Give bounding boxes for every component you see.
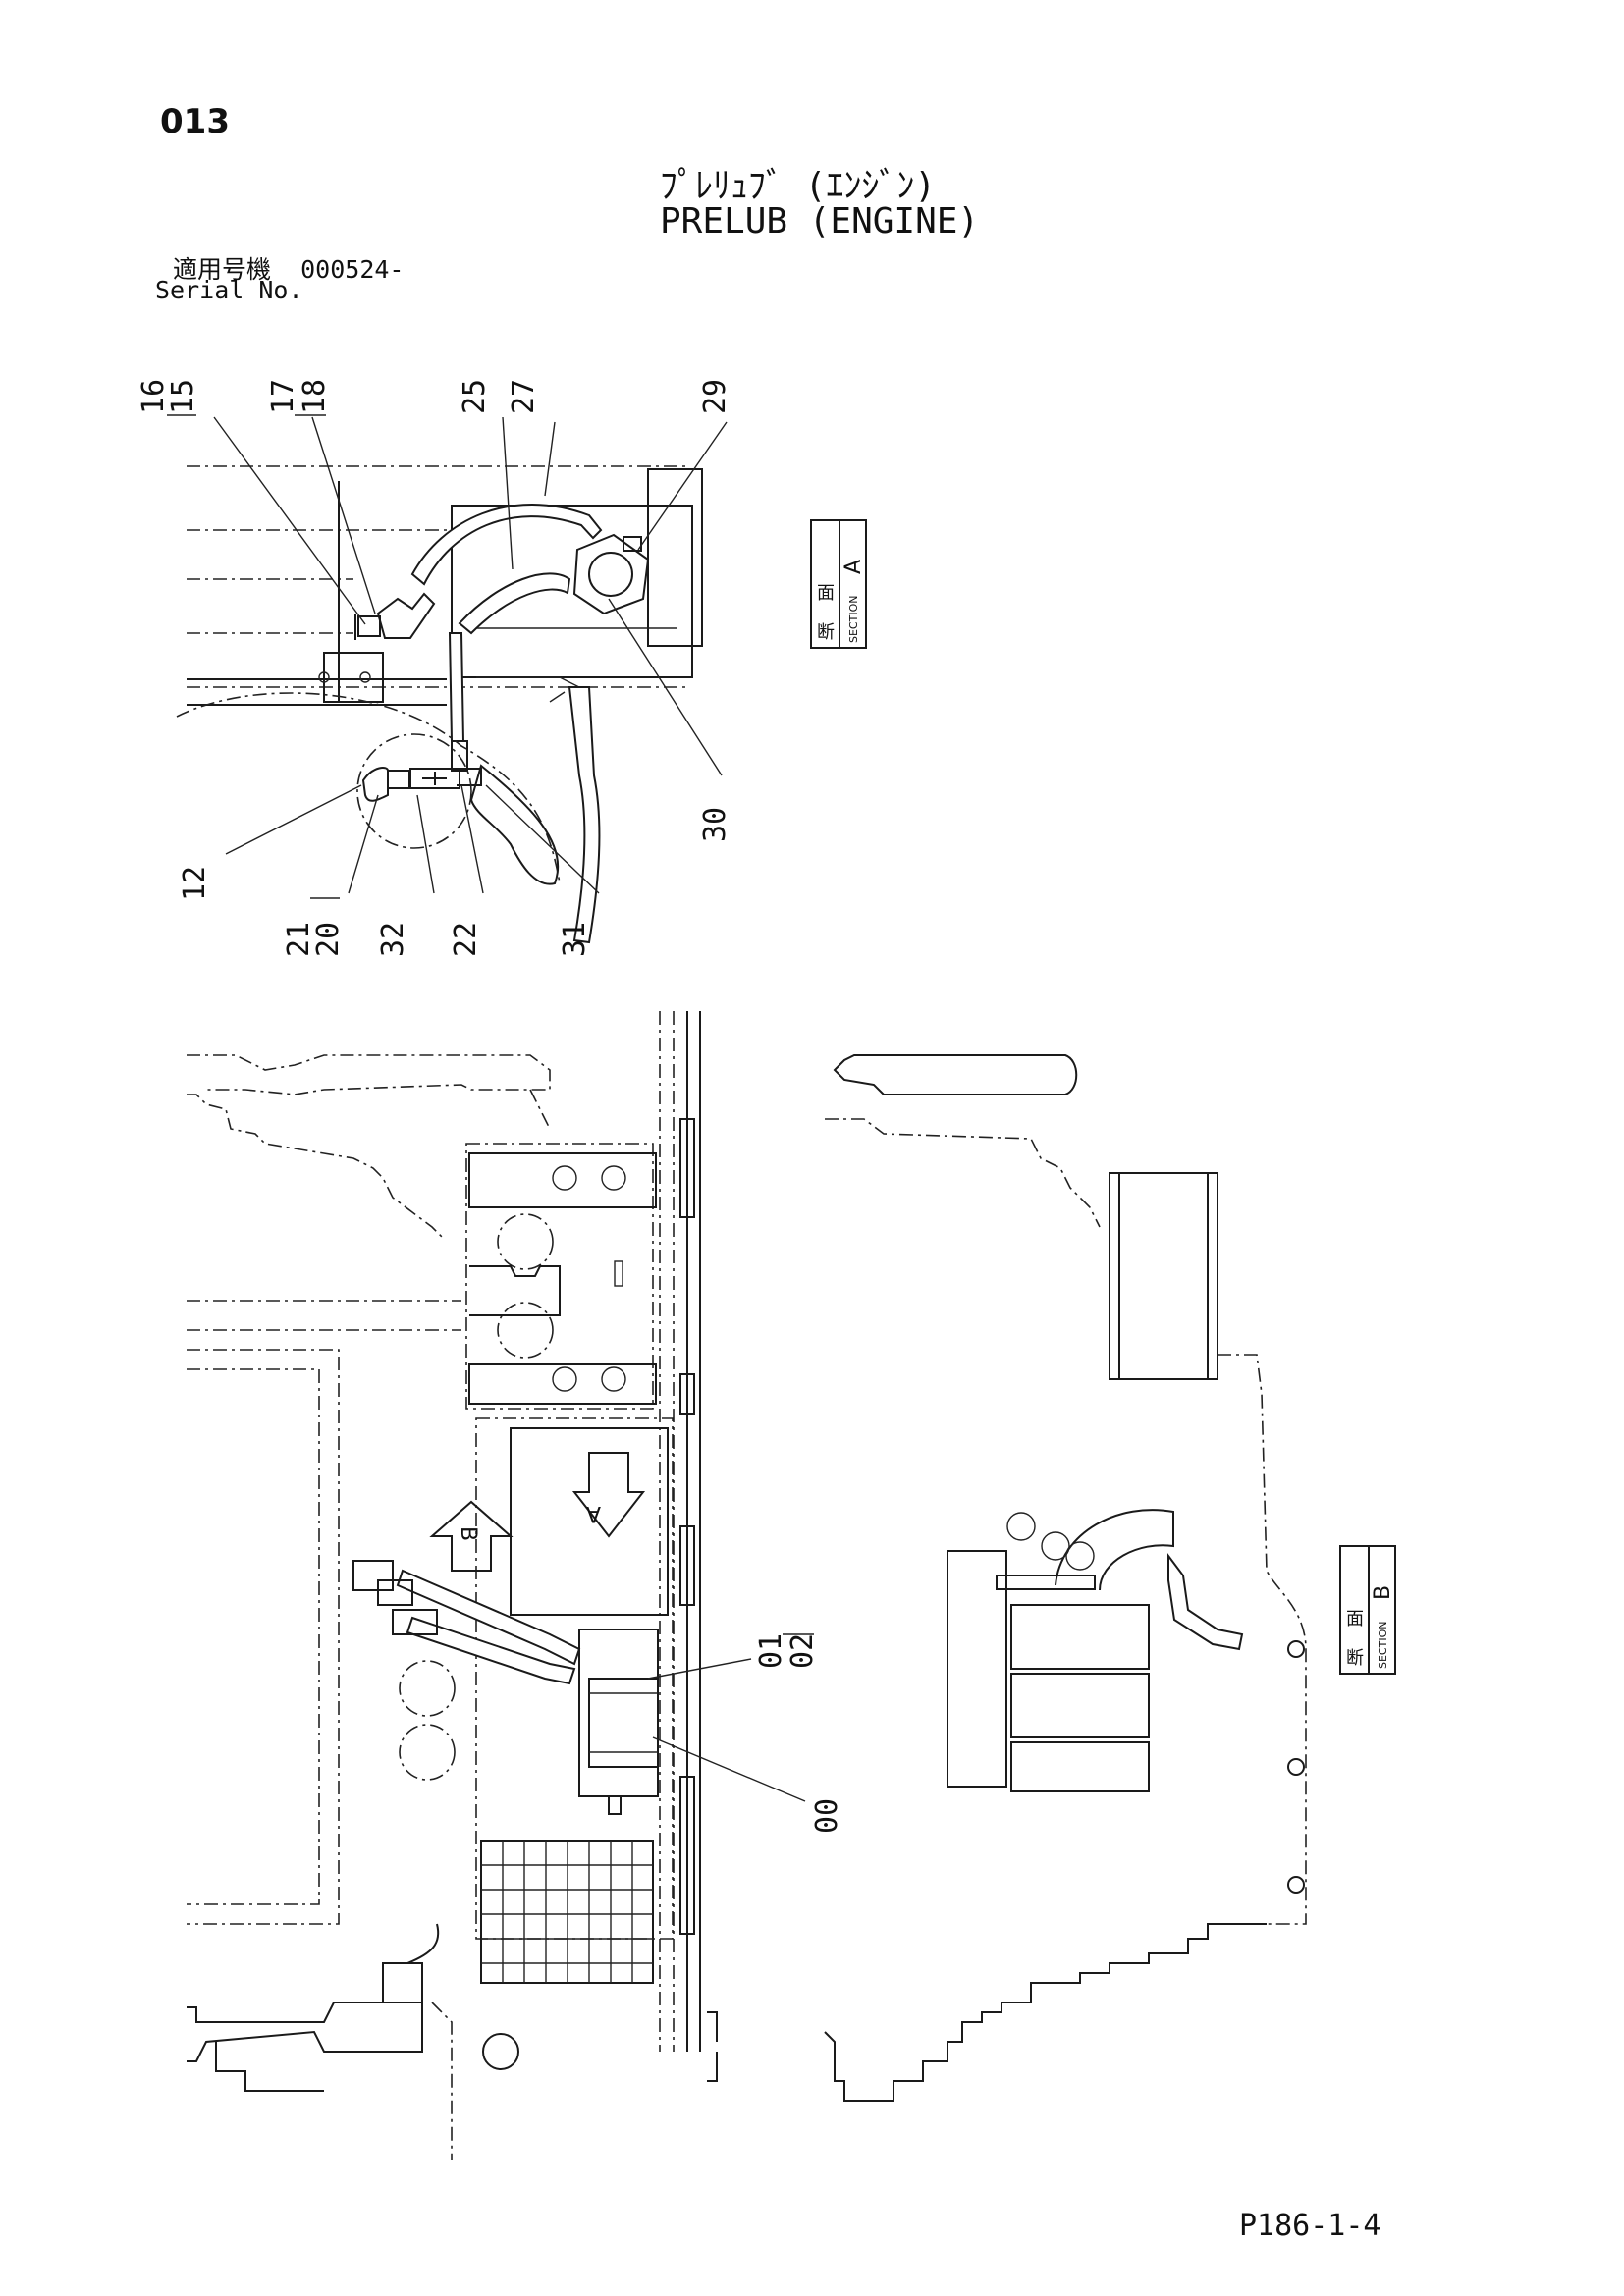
callout-30: 30 bbox=[698, 807, 732, 842]
footer-code: P186-1-4 bbox=[1239, 2209, 1381, 2243]
serial-label-japanese: 適用号機 bbox=[173, 255, 272, 284]
leader-lines bbox=[213, 416, 806, 1802]
section-a-kanji-1: 断 bbox=[817, 622, 835, 643]
top-detail-view bbox=[176, 465, 703, 944]
section-a-kanji-2: 面 bbox=[817, 583, 835, 604]
callout-31: 31 bbox=[558, 922, 592, 957]
serial-value: 000524- bbox=[300, 255, 405, 284]
section-b-label: 断 面 SECTION B bbox=[1339, 1545, 1396, 1675]
title-japanese: ﾌﾟﾚﾘｭﾌﾞ (ｴﾝｼﾞﾝ) bbox=[660, 166, 937, 206]
serial-label-english: Serial No. bbox=[155, 276, 303, 304]
callout-27: 27 bbox=[507, 379, 541, 414]
title-english: PRELUB (ENGINE) bbox=[660, 201, 980, 241]
serial-line: 適用号機 000524- bbox=[173, 250, 404, 286]
callout-32: 32 bbox=[376, 922, 410, 957]
section-b-kanji-1: 断 bbox=[1346, 1648, 1364, 1669]
callout-17: 17 bbox=[266, 379, 300, 414]
callout-25: 25 bbox=[458, 379, 492, 414]
lower-left-view: A B bbox=[187, 1011, 718, 2160]
section-b-kanji-2: 面 bbox=[1346, 1609, 1364, 1629]
section-arrow-a-icon bbox=[571, 1452, 646, 1538]
section-a-word: SECTION bbox=[847, 596, 860, 643]
callout-01: 01 bbox=[754, 1633, 788, 1669]
page-number: 013 bbox=[160, 102, 230, 141]
callout-21: 21 bbox=[282, 922, 316, 957]
callout-20: 20 bbox=[311, 922, 346, 957]
section-arrow-b-icon bbox=[429, 1500, 514, 1572]
callout-15: 15 bbox=[166, 379, 200, 414]
callout-18: 18 bbox=[298, 379, 332, 414]
callout-00: 00 bbox=[810, 1798, 844, 1834]
section-b-letter: B bbox=[1371, 1585, 1395, 1600]
callout-16: 16 bbox=[136, 379, 171, 414]
section-arrow-b-label: B bbox=[456, 1526, 480, 1541]
callout-numbers: 16 15 17 18 25 27 29 30 12 21 20 32 22 3… bbox=[136, 379, 844, 1834]
section-b-word: SECTION bbox=[1377, 1622, 1389, 1669]
callout-22: 22 bbox=[449, 922, 483, 957]
section-a-label: 断 面 SECTION A bbox=[810, 519, 867, 649]
lower-right-view bbox=[824, 1054, 1307, 2102]
callout-29: 29 bbox=[698, 379, 732, 414]
callout-12: 12 bbox=[178, 866, 212, 901]
section-arrow-a-label: A bbox=[586, 1501, 601, 1525]
callout-02: 02 bbox=[785, 1633, 820, 1669]
section-a-letter: A bbox=[841, 560, 866, 574]
